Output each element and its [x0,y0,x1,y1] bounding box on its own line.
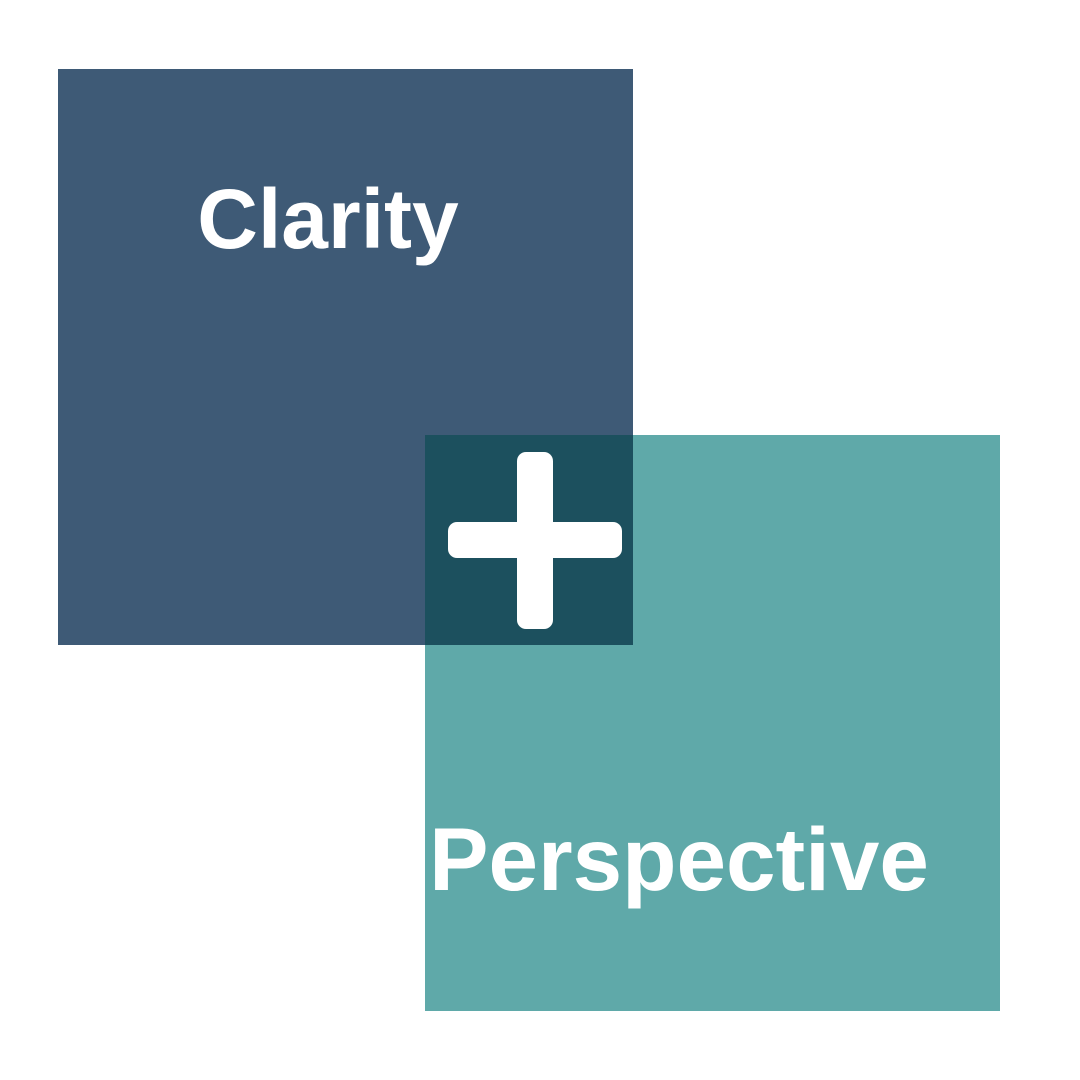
perspective-label: Perspective [429,809,929,909]
plus-icon [425,435,633,645]
clarity-label: Clarity [197,172,459,266]
plus-icon-vertical-bar [517,452,553,629]
